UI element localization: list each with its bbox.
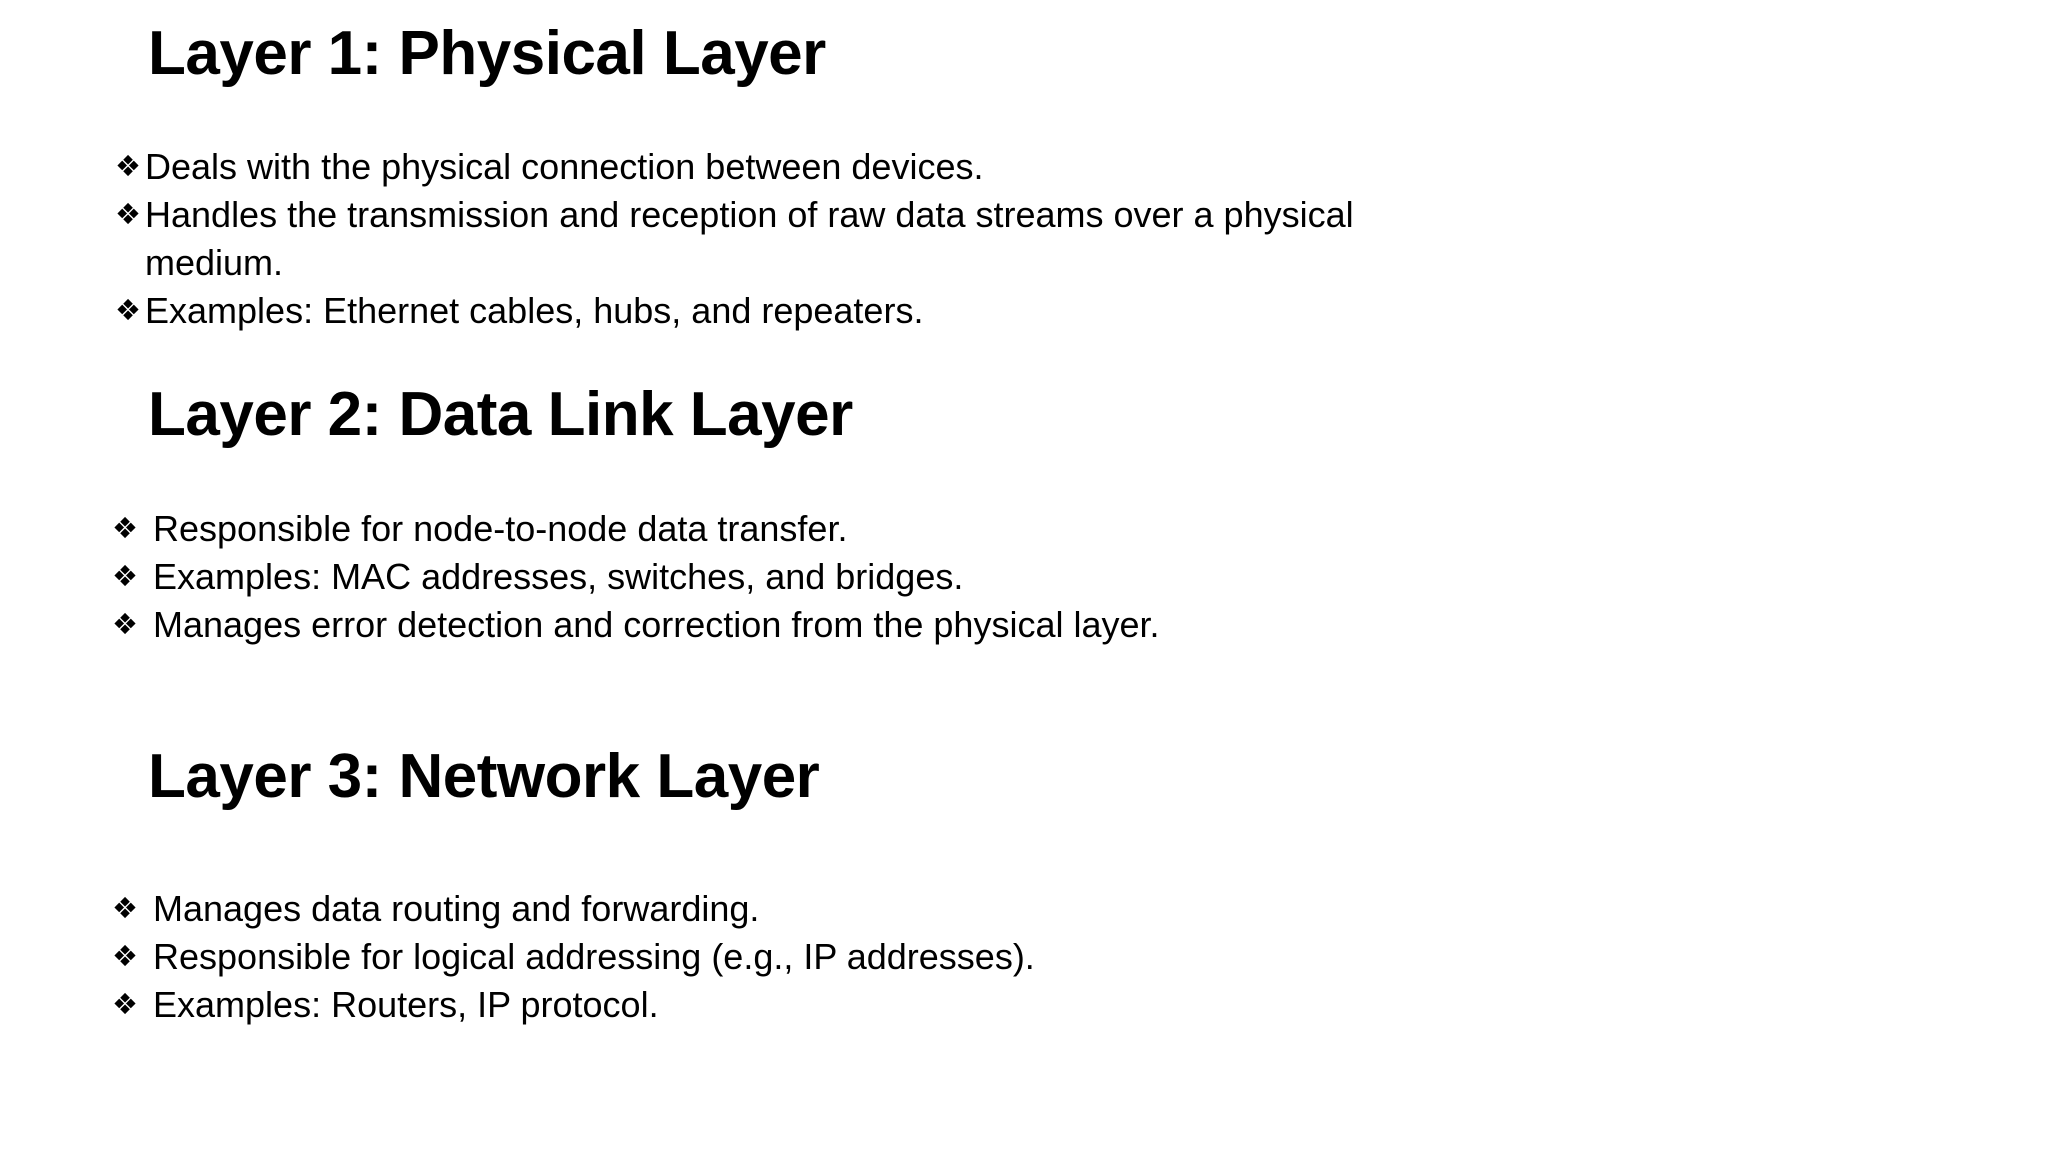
diamond-bullet-icon: ❖	[112, 891, 138, 925]
list-item-text: Responsible for logical addressing (e.g.…	[153, 935, 1035, 977]
bullet-list-layer-2: ❖ Responsible for node-to-node data tran…	[112, 505, 1512, 649]
diamond-bullet-icon: ❖	[112, 558, 138, 593]
list-item: ❖ Deals with the physical connection bet…	[115, 143, 1475, 191]
diamond-bullet-icon: ❖	[112, 606, 138, 641]
list-item: ❖ Handles the transmission and reception…	[115, 191, 1475, 287]
list-item: ❖ Examples: Routers, IP protocol.	[112, 981, 1512, 1029]
list-item: ❖ Examples: MAC addresses, switches, and…	[112, 553, 1512, 601]
list-item-text: Responsible for node-to-node data transf…	[153, 508, 848, 549]
diamond-bullet-icon: ❖	[112, 511, 138, 545]
heading-layer-2: Layer 2: Data Link Layer	[148, 380, 853, 449]
bullet-list-layer-3: ❖ Manages data routing and forwarding. ❖…	[112, 885, 1512, 1029]
list-item: ❖ Examples: Ethernet cables, hubs, and r…	[115, 287, 1475, 335]
list-item-text: Examples: Routers, IP protocol.	[153, 983, 659, 1025]
diamond-bullet-icon: ❖	[115, 292, 141, 327]
list-item-text: Examples: MAC addresses, switches, and b…	[153, 555, 964, 597]
diamond-bullet-icon: ❖	[112, 986, 138, 1021]
list-item-text: Manages error detection and correction f…	[153, 603, 1160, 645]
diamond-bullet-icon: ❖	[112, 938, 138, 973]
list-item: ❖ Responsible for logical addressing (e.…	[112, 933, 1512, 981]
list-item: ❖ Responsible for node-to-node data tran…	[112, 505, 1512, 553]
list-item: ❖ Manages data routing and forwarding.	[112, 885, 1512, 933]
heading-layer-1: Layer 1: Physical Layer	[148, 19, 826, 88]
diamond-bullet-icon: ❖	[115, 149, 141, 183]
diamond-bullet-icon: ❖	[115, 196, 141, 231]
heading-layer-3: Layer 3: Network Layer	[148, 742, 820, 811]
list-item-text: Handles the transmission and reception o…	[145, 193, 1354, 283]
list-item-text: Deals with the physical connection betwe…	[145, 146, 984, 187]
list-item-text: Examples: Ethernet cables, hubs, and rep…	[145, 289, 924, 331]
bullet-list-layer-1: ❖ Deals with the physical connection bet…	[115, 143, 1475, 335]
list-item-text: Manages data routing and forwarding.	[153, 888, 760, 929]
list-item: ❖ Manages error detection and correction…	[112, 601, 1512, 649]
